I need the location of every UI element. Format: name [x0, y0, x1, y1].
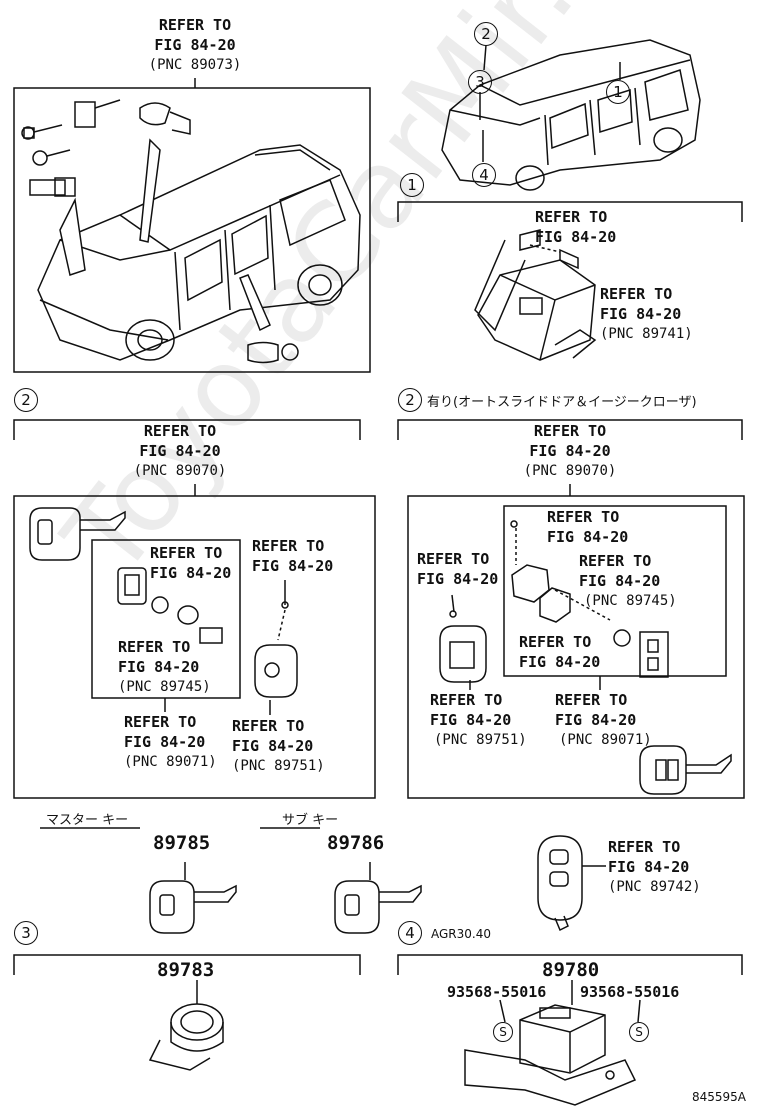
ignition-cylinder-drawing: [148, 980, 224, 1071]
section1-module-drawing: [474, 229, 597, 361]
section3-marker: 3: [14, 921, 38, 945]
overview-parts: [21, 99, 299, 364]
s2r-bottom-refer1-line1: REFER TO: [430, 691, 503, 709]
s2r-inner-refer2-line2: FIG 84-20: [579, 572, 661, 590]
section1-refer-b-line2: FIG 84-20: [600, 305, 682, 323]
section2-right-frame: [407, 495, 745, 799]
overview-refer-pnc: (PNC 89073): [148, 57, 242, 73]
s2l-bottom-refer1-line2: FIG 84-20: [124, 733, 206, 751]
overview-van-drawing: [37, 138, 361, 361]
section4-marker: 4: [398, 921, 422, 945]
section1-marker: 1: [400, 173, 424, 197]
section4-bolt-right[interactable]: 93568-55016: [580, 983, 680, 1001]
section4-bracket: [397, 954, 743, 975]
s2r-inner-refer1-line1: REFER TO: [547, 508, 620, 526]
s2r-inner-refer3-line2: FIG 84-20: [519, 653, 601, 671]
remote-refer-line1: REFER TO: [608, 838, 681, 856]
sub-key-drawing: [334, 862, 422, 934]
master-key-part-number[interactable]: 89785: [153, 832, 211, 854]
s2r-top-refer-pnc: (PNC 89070): [523, 463, 617, 479]
s2r-top-refer-line2: FIG 84-20: [529, 442, 611, 460]
section2-right-parts: [439, 520, 732, 795]
section4-note: AGR30.40: [431, 927, 491, 941]
overview-refer-line2: FIG 84-20: [154, 36, 236, 54]
section2-left-parts: [29, 507, 298, 698]
section1-refer-b-pnc: (PNC 89741): [600, 326, 693, 342]
s2r-inner-refer2-line1: REFER TO: [579, 552, 652, 570]
s2l-side-refer-line2: FIG 84-20: [252, 557, 334, 575]
callout-1[interactable]: 1: [606, 80, 630, 104]
s2r-inner-refer1-line2: FIG 84-20: [547, 528, 629, 546]
section3-bracket: [13, 954, 361, 975]
section3-part-number[interactable]: 89783: [157, 959, 215, 981]
s2l-top-refer-line2: FIG 84-20: [139, 442, 221, 460]
master-key-drawing: [149, 862, 237, 934]
s2r-side-refer-line2: FIG 84-20: [417, 570, 499, 588]
section2-left-marker: 2: [14, 388, 38, 412]
remote-refer-line2: FIG 84-20: [608, 858, 690, 876]
s2l-inner-refer2-pnc: (PNC 89745): [118, 679, 211, 695]
s2l-bottom-refer2-line1: REFER TO: [232, 717, 305, 735]
section2-left-frame: [13, 495, 376, 799]
s2l-bottom-refer2-line2: FIG 84-20: [232, 737, 314, 755]
callout-3[interactable]: 3: [468, 70, 492, 94]
overview-refer-line1: REFER TO: [158, 16, 232, 34]
section2-right-marker: 2: [398, 388, 422, 412]
section2-right-bracket: [397, 419, 743, 440]
section1-refer-b-line1: REFER TO: [600, 285, 673, 303]
remote-refer-pnc: (PNC 89742): [608, 879, 701, 895]
section1-refer-a-line1: REFER TO: [535, 208, 608, 226]
section4-bolt-left[interactable]: 93568-55016: [447, 983, 547, 1001]
section2-left-inner-frame: [91, 539, 241, 699]
s2l-inner-refer2-line1: REFER TO: [118, 638, 191, 656]
s2l-bottom-refer1-pnc: (PNC 89071): [124, 754, 217, 770]
s2l-bottom-refer1-line1: REFER TO: [124, 713, 197, 731]
s2l-top-refer-pnc: (PNC 89070): [133, 463, 227, 479]
section2-left-bracket: [13, 419, 361, 440]
master-key-label: マスター キー: [46, 813, 129, 828]
remote-transmitter-drawing: [537, 835, 606, 932]
section2-right-note: 有り(オートスライドドア＆イージークローザ): [427, 395, 697, 410]
s2l-inner-refer2-line2: FIG 84-20: [118, 658, 200, 676]
s2r-inner-refer3-line1: REFER TO: [519, 633, 592, 651]
sub-key-label: サブ キー: [282, 813, 339, 828]
s2r-inner-refer2-pnc: (PNC 89745): [584, 593, 677, 609]
s2r-side-refer-line1: REFER TO: [417, 550, 490, 568]
s2r-top-refer-line1: REFER TO: [533, 422, 607, 440]
s2r-bottom-refer1-pnc: (PNC 89751): [434, 732, 527, 748]
s2l-bottom-refer2-pnc: (PNC 89751): [232, 758, 325, 774]
s2r-bottom-refer2-line2: FIG 84-20: [555, 711, 637, 729]
section4-part-number[interactable]: 89780: [542, 959, 600, 981]
section1-bracket: [397, 201, 743, 222]
s2r-bottom-refer2-line1: REFER TO: [555, 691, 628, 709]
callout-4[interactable]: 4: [472, 163, 496, 187]
section1-refer-a-line2: FIG 84-20: [535, 228, 617, 246]
s2l-top-refer-line1: REFER TO: [143, 422, 217, 440]
s2l-inner-refer1-line2: FIG 84-20: [150, 564, 232, 582]
s2r-bottom-refer2-pnc: (PNC 89071): [559, 732, 652, 748]
s2l-inner-refer1-line1: REFER TO: [150, 544, 223, 562]
bolt-symbol-left: S: [493, 1022, 513, 1042]
s2l-side-refer-line1: REFER TO: [252, 537, 325, 555]
bolt-symbol-right: S: [629, 1022, 649, 1042]
section2-right-inner-frame: [503, 505, 727, 677]
sub-key-part-number[interactable]: 89786: [327, 832, 385, 854]
s2r-bottom-refer1-line2: FIG 84-20: [430, 711, 512, 729]
overview-frame: [13, 87, 371, 373]
callout-2[interactable]: 2: [474, 22, 498, 46]
control-module-drawing: [464, 980, 641, 1106]
figure-id: 845595A: [692, 1090, 747, 1104]
